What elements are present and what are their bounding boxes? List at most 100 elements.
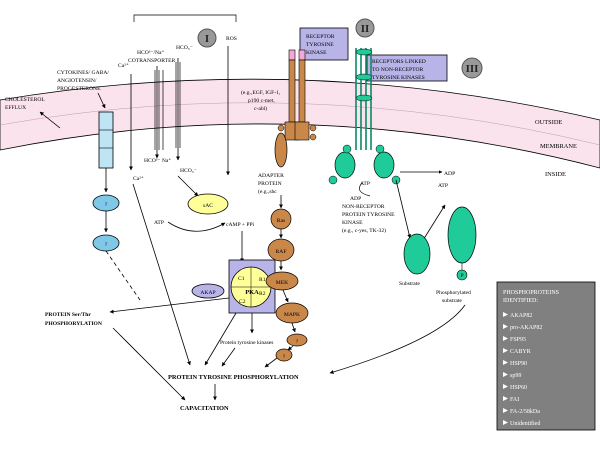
- akap-protein: [191, 283, 225, 299]
- phosphoprotein-item: FA-2/58kDa: [510, 409, 540, 415]
- nrtk-receptor-box: [366, 54, 448, 82]
- ser-thr-line1: PROTEIN Ser/Thr: [45, 312, 91, 318]
- ca-in: Ca²⁺: [133, 175, 144, 182]
- pka-r2: R2: [259, 291, 266, 297]
- ligands-line2: ANGIOTENSIN/: [57, 78, 97, 84]
- phosphoproteins-list: AKAP82pro-AKAP82FSP95CABYRHSP90sp99HSP60…: [503, 312, 542, 427]
- pka-label: PKA: [245, 289, 259, 296]
- adp1-label: ADP: [350, 196, 361, 202]
- phosphoprotein-item: pro-AKAP82: [510, 325, 542, 331]
- camp-label: cAMP + PPi: [226, 222, 255, 228]
- phosphoprotein-item: CABYR: [510, 349, 531, 355]
- phosphoprotein-item: HSP60: [510, 385, 527, 391]
- pathway-one-bracket: [133, 14, 237, 22]
- phos-substrate-line1: Phosphorylated: [436, 290, 471, 296]
- cholesterol-line1: CHOLESTEROL: [5, 97, 45, 103]
- rtk-line1: RECEPTOR: [306, 34, 335, 40]
- rtk-line2: TYROSINE: [306, 42, 334, 48]
- phosphoprotein-item: HSP90: [510, 361, 527, 367]
- adapter-line3: (e.g.,shc: [258, 188, 277, 195]
- phosphoprotein-item: sp99: [510, 373, 521, 379]
- phosphoprotein-bullet-icon: [503, 372, 508, 377]
- linked-receptor: [355, 48, 373, 150]
- phosphoprotein-bullet-icon: [503, 408, 508, 413]
- akap-label: AKAP: [200, 290, 215, 296]
- atp-label: ATP: [154, 220, 164, 226]
- pka-r1: R1: [259, 277, 266, 283]
- phosphoproteins-title-line1: PHOSPHOPROTEINS: [503, 290, 559, 296]
- cotransporter-channel: [154, 58, 181, 161]
- sac-label: sAC: [203, 203, 213, 209]
- tyr-kinases-label: Protein tyrosine kinases: [220, 340, 273, 346]
- atp2-label: ATP: [438, 183, 448, 189]
- atp1-label: ATP: [360, 181, 370, 187]
- rtk-box: [299, 27, 349, 61]
- mapk-label: MAPK: [284, 312, 300, 318]
- pathway-one-label: I: [205, 33, 209, 45]
- ligands-line3: PROGESTERONE: [57, 86, 101, 92]
- adapter-line1: ADAPTER: [258, 173, 284, 179]
- cotransporter-label: COTRANSPORTER: [128, 58, 175, 64]
- raf-label: RAF: [276, 249, 287, 255]
- mapk-target-1: [286, 333, 308, 347]
- ligands-line1: CYTOKINES/ GABA/: [57, 70, 109, 76]
- phosphoprotein-bullet-icon: [503, 312, 508, 317]
- phosphoproteins-box: [496, 281, 596, 431]
- adapter-line2: PROTEIN: [258, 181, 282, 187]
- nrtk-line3: TYROSINE KINASES: [372, 75, 425, 81]
- ca-out: Ca²⁺: [118, 62, 129, 69]
- left-receptor: [98, 111, 114, 169]
- rtk-examples-line2: p190 c-met,: [248, 98, 275, 104]
- label-outside: OUTSIDE: [535, 119, 562, 126]
- np-line1: NON-RECEPTOR: [342, 204, 385, 210]
- mek-label: MEK: [276, 280, 288, 286]
- phosphate-group: [456, 269, 468, 281]
- ser-thr-line2: PHOSPHORYLATION: [45, 321, 102, 327]
- phosphoproteins-title-line2: IDENTIFIED:: [503, 298, 538, 304]
- phosphoprotein-bullet-icon: [503, 420, 508, 425]
- cholesterol-line2: EFFLUX: [5, 105, 26, 111]
- pathway-three-label: III: [466, 63, 479, 75]
- rtk-examples-line1: (e.g.,EGF, IGF-1,: [241, 89, 281, 96]
- phos-substrate-line2: substrate: [442, 298, 462, 304]
- phosphoprotein-item: FAI: [510, 397, 519, 403]
- ligand-arrow: [97, 92, 106, 109]
- rtk-line3: KINASE: [306, 50, 327, 56]
- np-line4: (e.g., c-yes, TK-32): [342, 227, 386, 234]
- capacitation-label: CAPACITATION: [180, 405, 229, 412]
- np-line2: PROTEIN TYROSINE: [342, 212, 395, 218]
- receptor-tyrosine-kinase: [277, 49, 317, 141]
- cholesterol-arrow: [39, 111, 61, 129]
- mapk-target-2: [275, 348, 293, 362]
- phosphoprotein-bullet-icon: [503, 384, 508, 389]
- label-membrane: MEMBRANE: [540, 143, 577, 150]
- phosphoprotein-bullet-icon: [503, 360, 508, 365]
- pathway-one-badge: [197, 28, 217, 48]
- phosphoprotein-item: Unidentified: [510, 420, 540, 427]
- sac-enzyme: [187, 193, 229, 215]
- pathway-two-badge: [355, 18, 375, 38]
- pathway-three-badge: [461, 57, 483, 79]
- pka-c1: C1: [238, 276, 245, 282]
- substrate-label: Substrate: [399, 281, 420, 287]
- adp2-label: ADP: [444, 171, 455, 177]
- pka-c2: C2: [239, 299, 246, 305]
- rtk-examples-line3: c-abl): [254, 105, 267, 112]
- hco3-na-in: HCO³⁻ Na⁺: [144, 157, 171, 164]
- phosphoprotein-bullet-icon: [503, 324, 508, 329]
- phosphoprotein-bullet-icon: [503, 396, 508, 401]
- nrtk-line2: TO NON-RECEPTOR: [372, 67, 423, 73]
- non-receptor-kinase-complex: [328, 144, 401, 185]
- tyrosine-phosphorylation-label: PROTEIN TYROSINE PHOSPHORYLATION: [168, 374, 299, 381]
- phosphoprotein-bullet-icon: [503, 336, 508, 341]
- ros-label: ROS: [226, 36, 237, 42]
- nrtk-line1: RECEPTORS LINKED: [372, 59, 426, 65]
- adapter-protein: [274, 132, 288, 168]
- phosphoprotein-bullet-icon: [503, 348, 508, 353]
- phosphorylated-substrate: [447, 206, 477, 264]
- hco3-na-out: HCO³⁻/Na⁺: [137, 49, 165, 56]
- ras-label: Ras: [277, 218, 285, 224]
- mek-protein: [265, 271, 299, 291]
- label-inside: INSIDE: [545, 171, 566, 178]
